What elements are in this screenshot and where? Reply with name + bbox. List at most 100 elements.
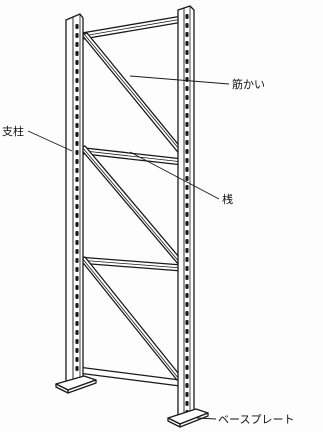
column-leader-line (27, 130, 73, 152)
column-slot (185, 248, 189, 253)
column-slot (75, 213, 79, 218)
column-slot (185, 149, 189, 154)
column-slot (185, 284, 189, 289)
column-slot (185, 329, 189, 334)
right-base-plate (167, 408, 209, 428)
column-slot (185, 59, 189, 64)
column-slot (75, 312, 79, 317)
column-slot (185, 68, 189, 73)
column-slot (75, 141, 79, 146)
column-slot (75, 51, 79, 56)
column-slot (75, 123, 79, 128)
column-slot (75, 69, 79, 74)
column-slot (75, 114, 79, 119)
column-slot (185, 275, 189, 280)
column-slot (75, 195, 79, 200)
column-slot (185, 257, 189, 262)
column-slot (185, 239, 189, 244)
column-slot (75, 321, 79, 326)
column-slot (185, 392, 189, 397)
left-base-plate (55, 375, 97, 394)
column-slot (75, 366, 79, 371)
column-slot (185, 131, 189, 136)
column-slot (75, 258, 79, 263)
column-slot (185, 140, 189, 145)
column-slot (185, 356, 189, 361)
column-slot (75, 231, 79, 236)
base-plate-leader-line (196, 417, 217, 420)
column-slot (185, 293, 189, 298)
brace-label: 筋かい (232, 78, 265, 91)
column-slot (75, 240, 79, 245)
beam-label: 桟 (222, 193, 233, 206)
column-slot (75, 222, 79, 227)
column-slot (185, 212, 189, 217)
column-slot (75, 96, 79, 101)
column-slot (75, 60, 79, 65)
column-slot (185, 194, 189, 199)
beam-leader-line (129, 151, 220, 200)
column-slot (185, 203, 189, 208)
column-slot (75, 348, 79, 353)
column-slot (185, 185, 189, 190)
column-slot (75, 87, 79, 92)
column-slot (185, 302, 189, 307)
brace-leader-line (129, 75, 230, 85)
column-slot (75, 132, 79, 137)
base-plate-label: ベースプレート (218, 413, 295, 426)
column-slot (185, 14, 189, 19)
column-slot (185, 347, 189, 352)
column-slot (185, 383, 189, 388)
left-column-slots (75, 24, 79, 371)
column-slot (75, 357, 79, 362)
diagonal-braces (79, 32, 187, 381)
column-slot (75, 249, 79, 254)
column-slot (75, 339, 79, 344)
column-slot (185, 122, 189, 127)
column-slot (185, 86, 189, 91)
column-slot (185, 41, 189, 46)
column-slot (185, 230, 189, 235)
column-slot (75, 303, 79, 308)
right-column-slots (185, 14, 189, 415)
column-slot (185, 221, 189, 226)
column-slot (185, 158, 189, 163)
column-slot (185, 77, 189, 82)
column-slot (75, 42, 79, 47)
column-slot (185, 95, 189, 100)
column-slot (185, 401, 189, 406)
column-slot (75, 204, 79, 209)
column-slot (185, 176, 189, 181)
left-column (65, 13, 84, 387)
column-slot (75, 78, 79, 83)
column-slot (185, 320, 189, 325)
column-slot (185, 311, 189, 316)
column-label: 支柱 (2, 125, 24, 138)
column-slot (185, 167, 189, 172)
column-slot (75, 285, 79, 290)
column-slot (75, 294, 79, 299)
column-slot (75, 276, 79, 281)
column-slot (75, 159, 79, 164)
column-slot (185, 23, 189, 28)
column-slot (185, 32, 189, 37)
column-slot (75, 33, 79, 38)
column-slot (185, 266, 189, 271)
column-slot (75, 186, 79, 191)
column-slot (185, 374, 189, 379)
column-slot (185, 338, 189, 343)
column-slot (75, 105, 79, 110)
column-slot (185, 104, 189, 109)
column-slot (75, 267, 79, 272)
column-slot (185, 365, 189, 370)
column-slot (75, 168, 79, 173)
column-slot (75, 150, 79, 155)
top-beam (75, 15, 184, 41)
column-slot (185, 113, 189, 118)
column-slot (75, 177, 79, 182)
column-slot (75, 24, 79, 29)
column-slot (185, 50, 189, 55)
column-slot (75, 330, 79, 335)
